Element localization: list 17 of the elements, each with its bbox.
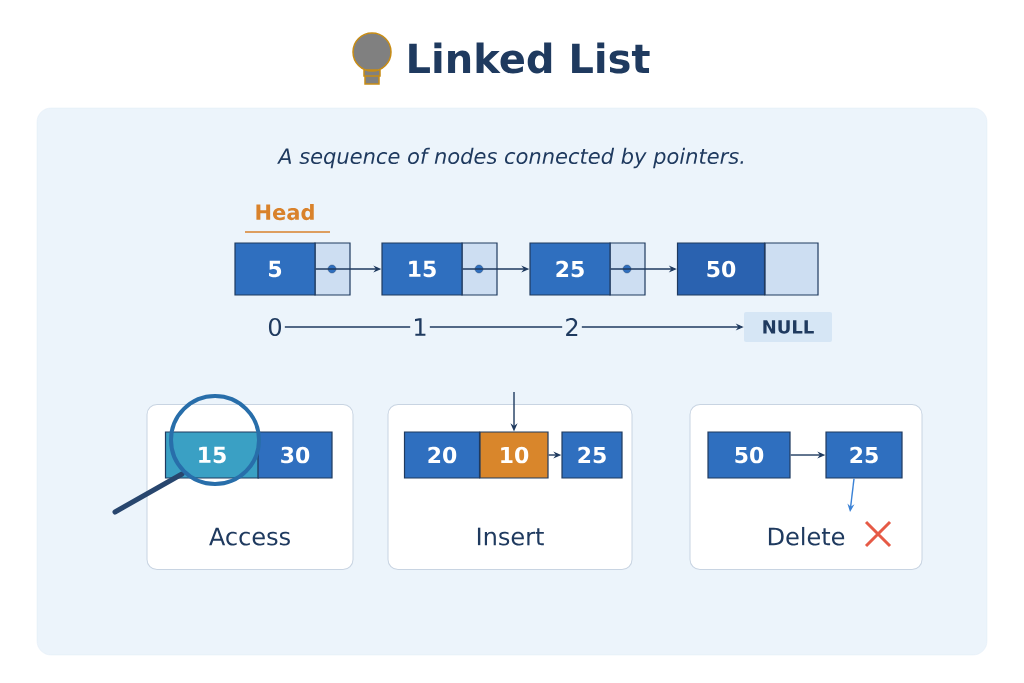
list-node: 30 (257, 431, 333, 479)
list-node: 5 (234, 242, 316, 296)
subtitle: A sequence of nodes connected by pointers. (277, 147, 744, 169)
list-node: 25 (529, 242, 611, 296)
list-node: 50 (676, 242, 766, 296)
null-box: NULL (744, 312, 832, 342)
index-number: 0 (268, 317, 282, 337)
list-node: 25 (561, 431, 623, 479)
list-node: 50 (707, 431, 791, 479)
head-label: Head (244, 203, 331, 233)
list-node: 15 (381, 242, 463, 296)
list-node: 10 (479, 431, 549, 479)
index-number: 1 (415, 318, 426, 336)
list-node: 20 (403, 431, 481, 479)
index-number: 2 (566, 318, 578, 336)
title: Linked List (409, 42, 650, 74)
list-node: 25 (825, 431, 903, 479)
